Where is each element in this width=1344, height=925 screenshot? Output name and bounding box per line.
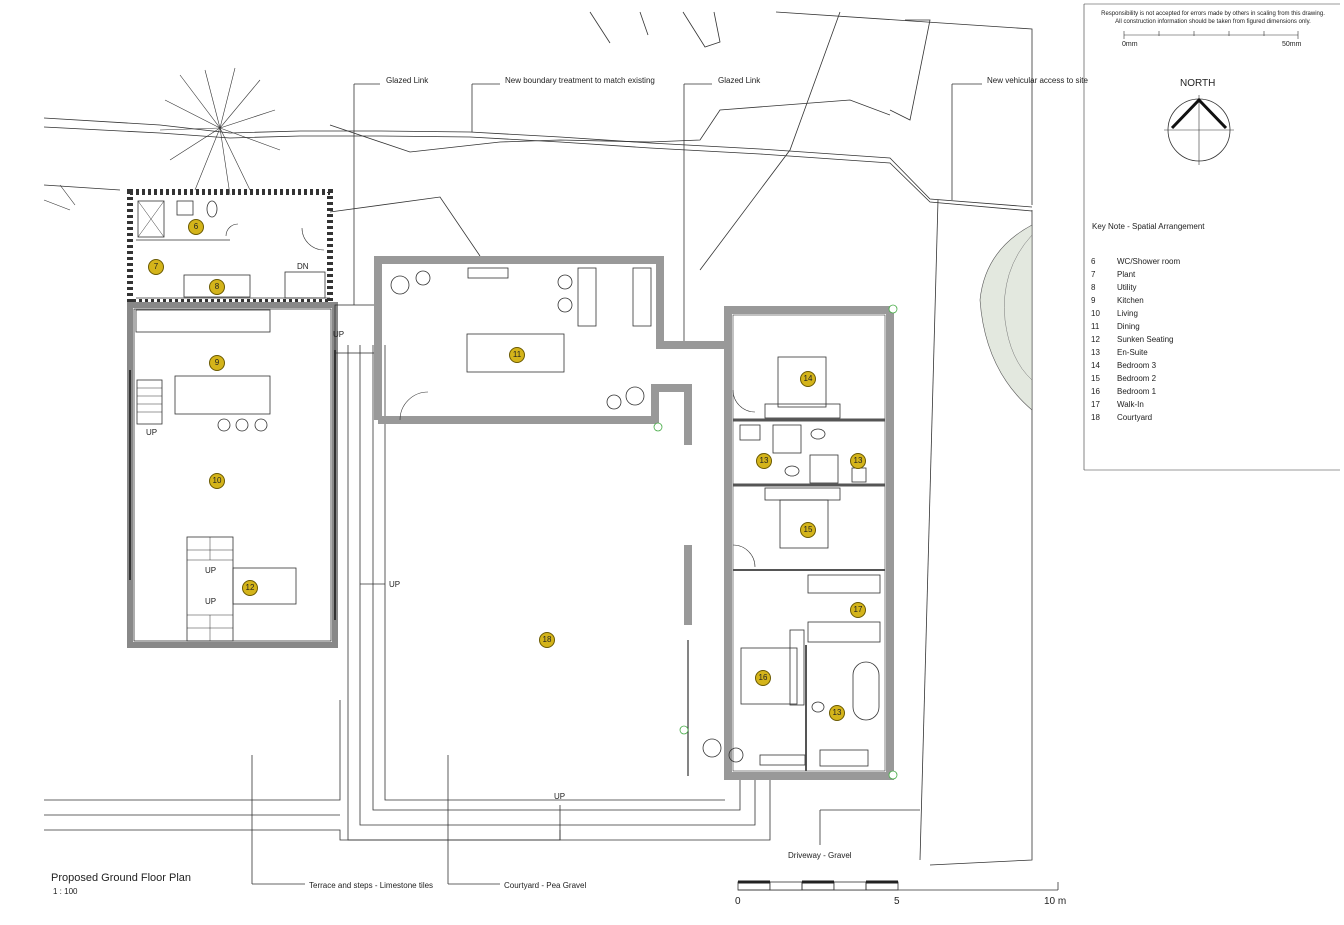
key-row-label: Courtyard xyxy=(1117,413,1153,422)
east-wing xyxy=(653,304,898,780)
stair-up-label: UP xyxy=(333,330,345,339)
room-marker: 9 xyxy=(209,355,225,371)
dining-block xyxy=(374,256,728,445)
key-row-label: Living xyxy=(1117,309,1138,318)
key-row: 12 Sunken Seating xyxy=(1091,335,1174,344)
annotation-glazed-link-1: Glazed Link xyxy=(386,76,429,85)
key-title: Key Note - Spatial Arrangement xyxy=(1092,222,1205,231)
key-row: 13 En-Suite xyxy=(1091,348,1148,357)
room-marker: 13 xyxy=(829,705,845,721)
scale-bar xyxy=(737,880,1059,891)
scale-bar-start: 0 xyxy=(735,896,741,907)
room-marker: 15 xyxy=(800,522,816,538)
disclaimer-scale-end: 50mm xyxy=(1282,41,1302,48)
room-marker: 13 xyxy=(850,453,866,469)
key-row-number: 17 xyxy=(1091,400,1100,409)
annotation-courtyard: Courtyard - Pea Gravel xyxy=(504,881,587,890)
key-row: 9 Kitchen xyxy=(1091,296,1144,305)
stair-up-label: UP xyxy=(146,428,158,437)
key-row-label: Kitchen xyxy=(1117,296,1144,305)
stair-down-label: DN xyxy=(297,262,309,271)
drawing-scale: 1 : 100 xyxy=(53,887,78,896)
room-marker: 11 xyxy=(509,347,525,363)
annotation-boundary: New boundary treatment to match existing xyxy=(505,76,655,85)
tree-shaded xyxy=(979,224,1033,411)
key-row-number: 6 xyxy=(1091,257,1096,266)
key-row-label: En-Suite xyxy=(1117,348,1148,357)
disclaimer: Responsibility is not accepted for error… xyxy=(1088,10,1338,26)
stair-up-label: UP xyxy=(554,792,566,801)
key-row-label: Bedroom 1 xyxy=(1117,387,1157,396)
key-row-number: 10 xyxy=(1091,309,1100,318)
key-row-label: Sunken Seating xyxy=(1117,335,1174,344)
key-row-label: Dining xyxy=(1117,322,1140,331)
room-marker: 7 xyxy=(148,259,164,275)
key-row: 8 Utility xyxy=(1091,283,1137,292)
room-marker: 6 xyxy=(188,219,204,235)
key-row-number: 18 xyxy=(1091,413,1100,422)
key-row: 6 WC/Shower room xyxy=(1091,257,1180,266)
tree-symbol xyxy=(43,67,281,211)
key-row: 11 Dining xyxy=(1091,322,1140,331)
west-wing xyxy=(127,189,338,648)
key-row-label: Utility xyxy=(1117,283,1137,292)
key-row: 18 Courtyard xyxy=(1091,413,1152,422)
room-marker: 12 xyxy=(242,580,258,596)
annotation-glazed-link-2: Glazed Link xyxy=(718,76,761,85)
key-row-number: 13 xyxy=(1091,348,1100,357)
key-row-number: 14 xyxy=(1091,361,1100,370)
scale-bar-mid: 5 xyxy=(894,896,900,907)
key-row-label: Plant xyxy=(1117,270,1136,279)
room-marker: 17 xyxy=(850,602,866,618)
room-marker: 16 xyxy=(755,670,771,686)
key-row: 14 Bedroom 3 xyxy=(1091,361,1156,370)
key-row-label: Bedroom 3 xyxy=(1117,361,1157,370)
north-label: NORTH xyxy=(1180,78,1216,89)
stair-up-label: UP xyxy=(205,566,217,575)
annotation-terrace: Terrace and steps - Limestone tiles xyxy=(309,881,434,890)
key-row-label: WC/Shower room xyxy=(1117,257,1181,266)
disclaimer-line-1: Responsibility is not accepted for error… xyxy=(1101,11,1325,17)
key-row: 17 Walk-In xyxy=(1091,400,1144,409)
key-row: 15 Bedroom 2 xyxy=(1091,374,1156,383)
drawing-title: Proposed Ground Floor Plan xyxy=(51,872,192,884)
key-row-number: 11 xyxy=(1091,322,1100,331)
key-row-number: 9 xyxy=(1091,296,1096,305)
glazed-link xyxy=(251,83,982,885)
key-row: 7 Plant xyxy=(1091,270,1135,279)
key-row: 16 Bedroom 1 xyxy=(1091,387,1156,396)
key-row-number: 8 xyxy=(1091,283,1096,292)
key-row-label: Walk-In xyxy=(1117,400,1144,409)
disclaimer-line-2: All construction information should be t… xyxy=(1115,19,1311,25)
room-marker: 13 xyxy=(756,453,772,469)
key-row-number: 16 xyxy=(1091,387,1100,396)
site-lines xyxy=(43,11,1033,866)
key-row: 10 Living xyxy=(1091,309,1138,318)
key-row-number: 7 xyxy=(1091,270,1096,279)
key-row-label: Bedroom 2 xyxy=(1117,374,1157,383)
title-block xyxy=(1083,3,1340,471)
key-row-number: 12 xyxy=(1091,335,1100,344)
room-marker: 14 xyxy=(800,371,816,387)
north-arrow xyxy=(1164,95,1234,165)
disclaimer-scale-start: 0mm xyxy=(1122,41,1138,48)
scale-bar-end: 10 m xyxy=(1044,896,1067,907)
room-marker: 8 xyxy=(209,279,225,295)
annotation-vehicular-access: New vehicular access to site xyxy=(987,76,1088,85)
stair-up-label: UP xyxy=(389,580,401,589)
stair-up-label: UP xyxy=(205,597,217,606)
room-marker: 18 xyxy=(539,632,555,648)
key-row-number: 15 xyxy=(1091,374,1100,383)
annotation-driveway: Driveway - Gravel xyxy=(788,851,852,860)
room-marker: 10 xyxy=(209,473,225,489)
